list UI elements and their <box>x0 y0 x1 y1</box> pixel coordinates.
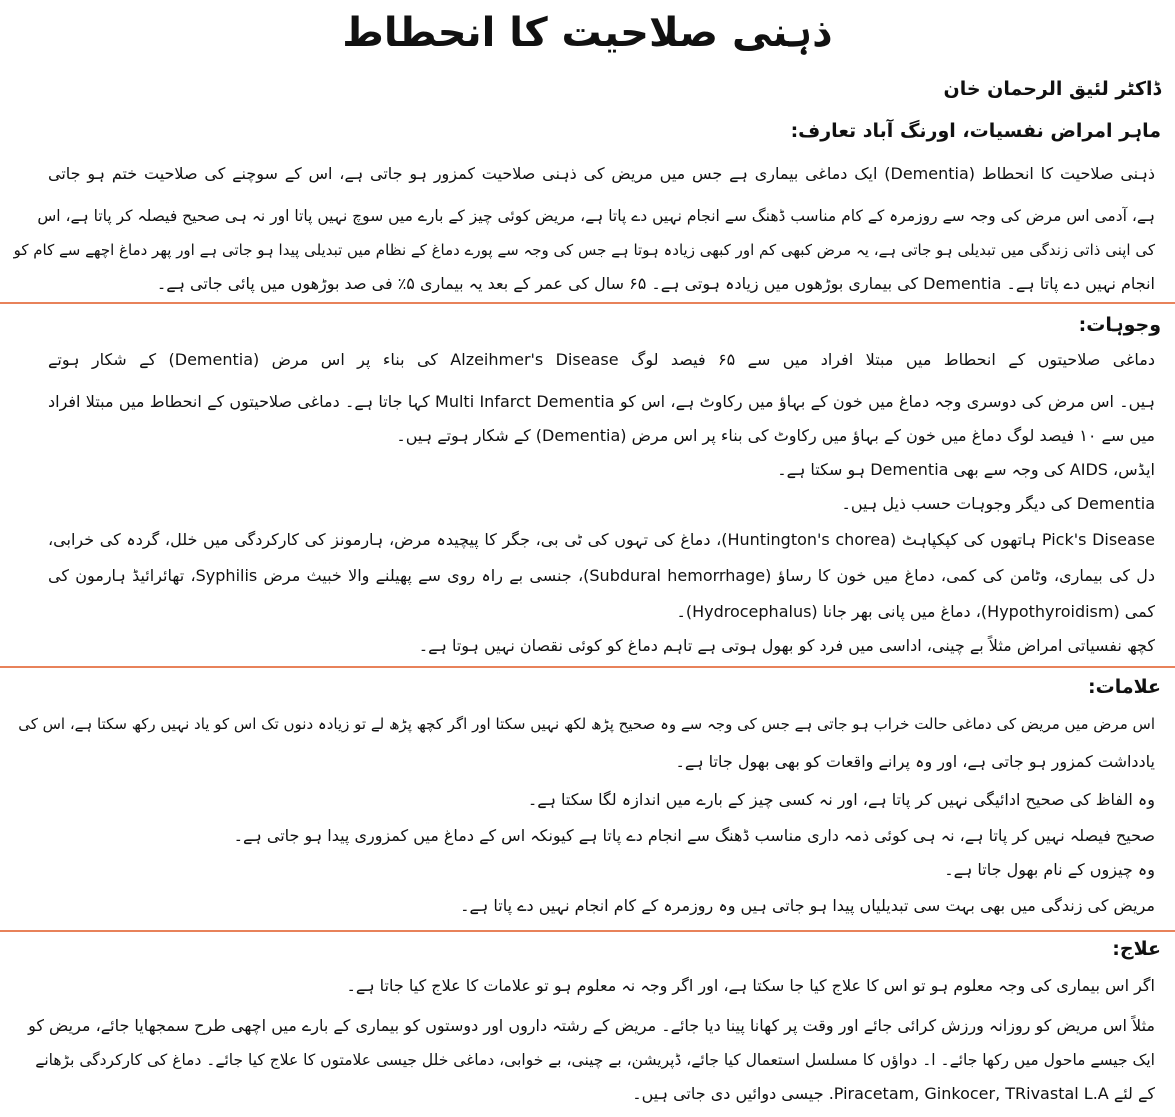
treatment-line: اگر اس بیماری کی وجہ معلوم ہو تو اس کا ع… <box>346 976 1155 995</box>
causes-line: میں سے ۱۰ فیصد لوگ دماغ میں خون کے بہاؤ … <box>396 426 1155 445</box>
causes-line: دل کی بیماری، وٹامن کی کمی، دماغ میں خون… <box>48 566 1155 585</box>
author-affiliation: ماہر امراض نفسیات، اورنگ آباد تعارف: <box>790 120 1161 142</box>
causes-line: Pick's Disease ہاتھوں کی کپکپاہٹ (Huntin… <box>48 530 1156 549</box>
intro-line: انجام نہیں دے پاتا ہے۔ Dementia کی بیمار… <box>156 274 1155 293</box>
symptoms-line: وہ الفاظ کی صحیح ادائیگی نہیں کر پاتا ہے… <box>527 790 1155 809</box>
intro-line: ہے، آدمی اس مرض کی وجہ سے روزمرہ کے کام … <box>37 207 1155 225</box>
causes-line: کمی (Hypothyroidism)، دماغ میں پانی بھر … <box>676 602 1155 621</box>
symptoms-line: اس مرض میں مریض کی دماغی حالت خراب ہو جا… <box>18 715 1155 733</box>
causes-line: ایڈس، AIDS کی وجہ سے بھی Dementia ہو سکت… <box>777 460 1155 479</box>
intro-line: ذہنی صلاحیت کا انحطاط (Dementia) ایک دما… <box>48 164 1156 183</box>
causes-line: ہیں۔ اس مرض کی دوسری وجہ دماغ میں خون کے… <box>48 392 1156 411</box>
causes-heading: وجوہات: <box>1078 314 1161 336</box>
treatment-heading: علاج: <box>1112 938 1161 960</box>
treatment-line: مثلاً اس مریض کو روزانہ ورزش کرائی جائے … <box>28 1016 1155 1035</box>
symptoms-line: یادداشت کمزور ہو جاتی ہے، اور وہ پرانے و… <box>675 752 1155 771</box>
symptoms-line: مریض کی زندگی میں بھی بہت سی تبدیلیاں پی… <box>460 896 1155 915</box>
symptoms-line: وہ چیزوں کے نام بھول جاتا ہے۔ <box>944 860 1155 879</box>
treatment-line: کے لئے Piracetam, Ginkocer, TRivastal L.… <box>632 1084 1155 1103</box>
author-name: ڈاکٹر لئیق الرحمان خان <box>943 78 1161 100</box>
article-title: ذہنی صلاحیت کا انحطاط <box>342 10 833 56</box>
treatment-line: ایک جیسے ماحول میں رکھا جائے۔ ا۔ دواؤں ک… <box>35 1051 1155 1069</box>
symptoms-line: صحیح فیصلہ نہیں کر پاتا ہے، نہ ہی کوئی ذ… <box>233 826 1155 845</box>
intro-line: کی اپنی ذاتی زندگی میں تبدیلی ہو جاتی ہے… <box>13 241 1155 259</box>
causes-line: کچھ نفسیاتی امراض مثلاً بے چینی، اداسی م… <box>418 636 1155 655</box>
section-divider <box>0 930 1175 932</box>
section-divider <box>0 302 1175 304</box>
causes-line: دماغی صلاحیتوں کے انحطاط میں مبتلا افراد… <box>48 350 1155 369</box>
symptoms-heading: علامات: <box>1088 676 1161 698</box>
section-divider <box>0 666 1175 668</box>
causes-line: Dementia کی دیگر وجوہات حسب ذیل ہیں۔ <box>841 494 1156 513</box>
